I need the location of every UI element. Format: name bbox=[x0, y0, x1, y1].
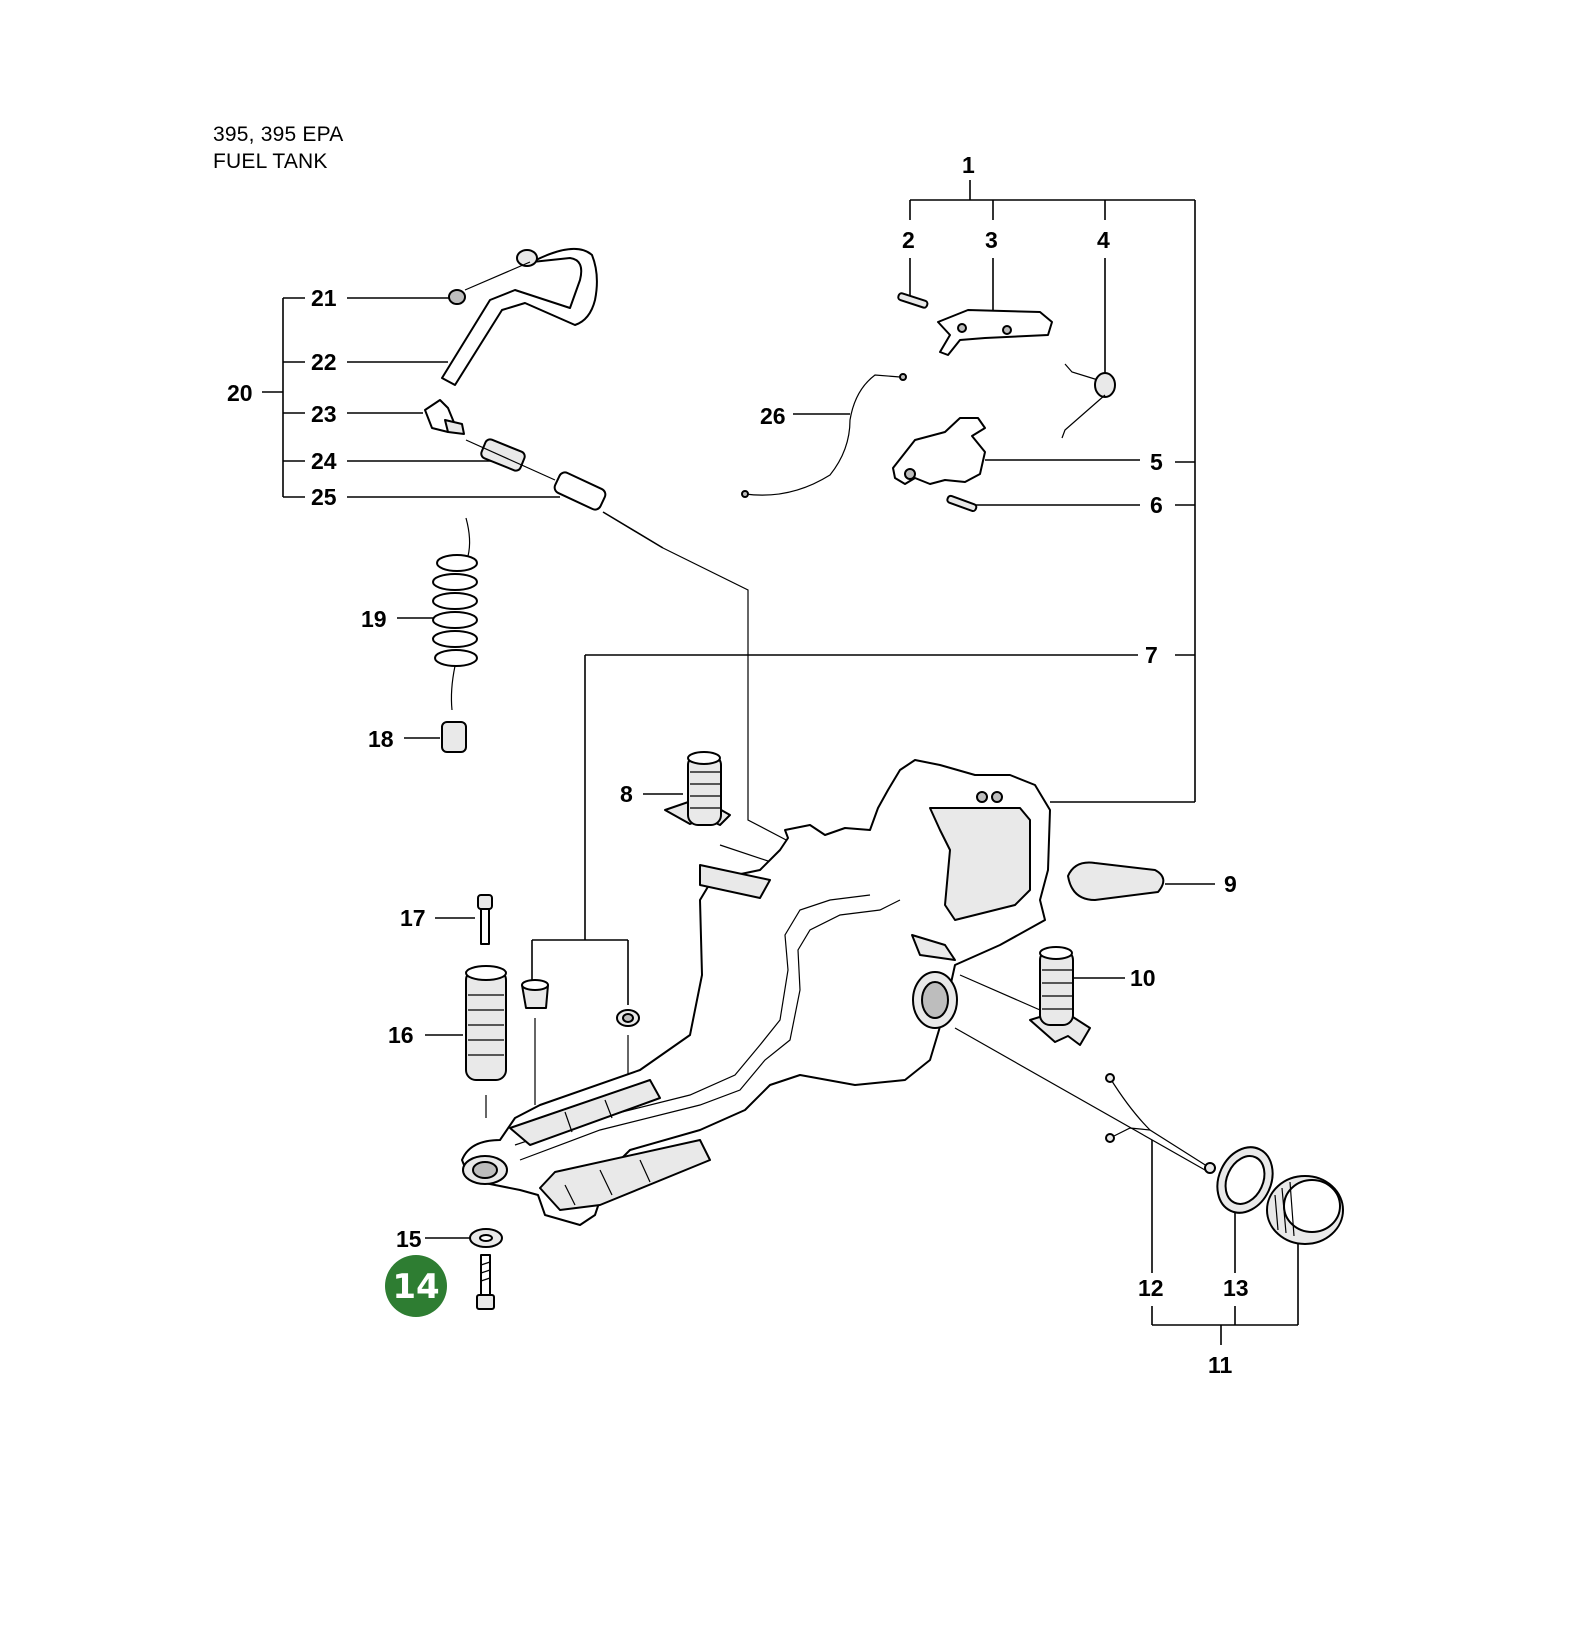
throttle-trigger-parts bbox=[741, 292, 1116, 513]
diagram-model-title: 395, 395 EPA bbox=[213, 123, 344, 146]
part-number-labels: 1 2 3 4 5 6 7 8 9 10 11 12 13 15 16 17 1… bbox=[227, 152, 1249, 1378]
diagram-section-title: FUEL TANK bbox=[213, 150, 328, 173]
label-22: 22 bbox=[311, 349, 337, 375]
label-10: 10 bbox=[1130, 965, 1156, 991]
fuel-hose-part-22 bbox=[441, 247, 598, 386]
highlight-part-14[interactable]: 14 bbox=[385, 1255, 447, 1317]
leader-lines bbox=[262, 180, 1299, 1345]
vibration-damper-part-10 bbox=[1029, 946, 1091, 1046]
pin-part-2 bbox=[897, 292, 929, 309]
pin-part-6 bbox=[946, 494, 978, 513]
label-11: 11 bbox=[1208, 1352, 1233, 1378]
spring-clip-part-21 bbox=[448, 289, 466, 305]
highlight-label: 14 bbox=[392, 1267, 439, 1307]
filter-part-18 bbox=[441, 721, 467, 753]
fuel-tank-body bbox=[461, 759, 1051, 1226]
pickup-part-25 bbox=[553, 471, 607, 511]
label-5: 5 bbox=[1150, 449, 1163, 475]
label-3: 3 bbox=[985, 227, 998, 253]
throttle-lockout-part-3 bbox=[937, 309, 1053, 356]
label-17: 17 bbox=[400, 905, 426, 931]
fuel-filter-part-24 bbox=[480, 438, 526, 472]
spring-part-4 bbox=[1094, 372, 1116, 398]
label-25: 25 bbox=[311, 484, 337, 510]
pickup-wire-part-12 bbox=[1109, 1077, 1211, 1169]
label-2: 2 bbox=[902, 227, 915, 253]
grommet-parts bbox=[521, 979, 640, 1027]
cable-part-26 bbox=[744, 374, 901, 496]
fuel-line-coil bbox=[432, 517, 478, 753]
label-19: 19 bbox=[361, 606, 387, 632]
label-18: 18 bbox=[368, 726, 394, 752]
label-21: 21 bbox=[311, 285, 337, 311]
label-12: 12 bbox=[1138, 1275, 1164, 1301]
label-13: 13 bbox=[1223, 1275, 1249, 1301]
screw-part-17 bbox=[477, 894, 493, 945]
label-8: 8 bbox=[620, 781, 633, 807]
label-16: 16 bbox=[388, 1022, 414, 1048]
label-7: 7 bbox=[1145, 642, 1158, 668]
damper-part-16 bbox=[465, 965, 507, 1081]
screw-part-14 bbox=[476, 1254, 495, 1310]
highlight-circle[interactable] bbox=[385, 1255, 447, 1317]
cover-part-9 bbox=[1067, 861, 1165, 901]
label-26: 26 bbox=[760, 403, 786, 429]
fuel-cap-assembly bbox=[1105, 1073, 1344, 1245]
label-9: 9 bbox=[1224, 871, 1237, 897]
label-15: 15 bbox=[396, 1226, 422, 1252]
label-6: 6 bbox=[1150, 492, 1163, 518]
label-24: 24 bbox=[311, 448, 337, 474]
label-20: 20 bbox=[227, 380, 253, 406]
label-1: 1 bbox=[962, 152, 975, 178]
label-23: 23 bbox=[311, 401, 337, 427]
fuel-hose-parts bbox=[424, 247, 664, 549]
label-4: 4 bbox=[1097, 227, 1110, 253]
throttle-trigger-part-5 bbox=[892, 417, 986, 485]
washer-part-15 bbox=[469, 1228, 503, 1248]
vibration-damper-part-8 bbox=[664, 751, 731, 826]
